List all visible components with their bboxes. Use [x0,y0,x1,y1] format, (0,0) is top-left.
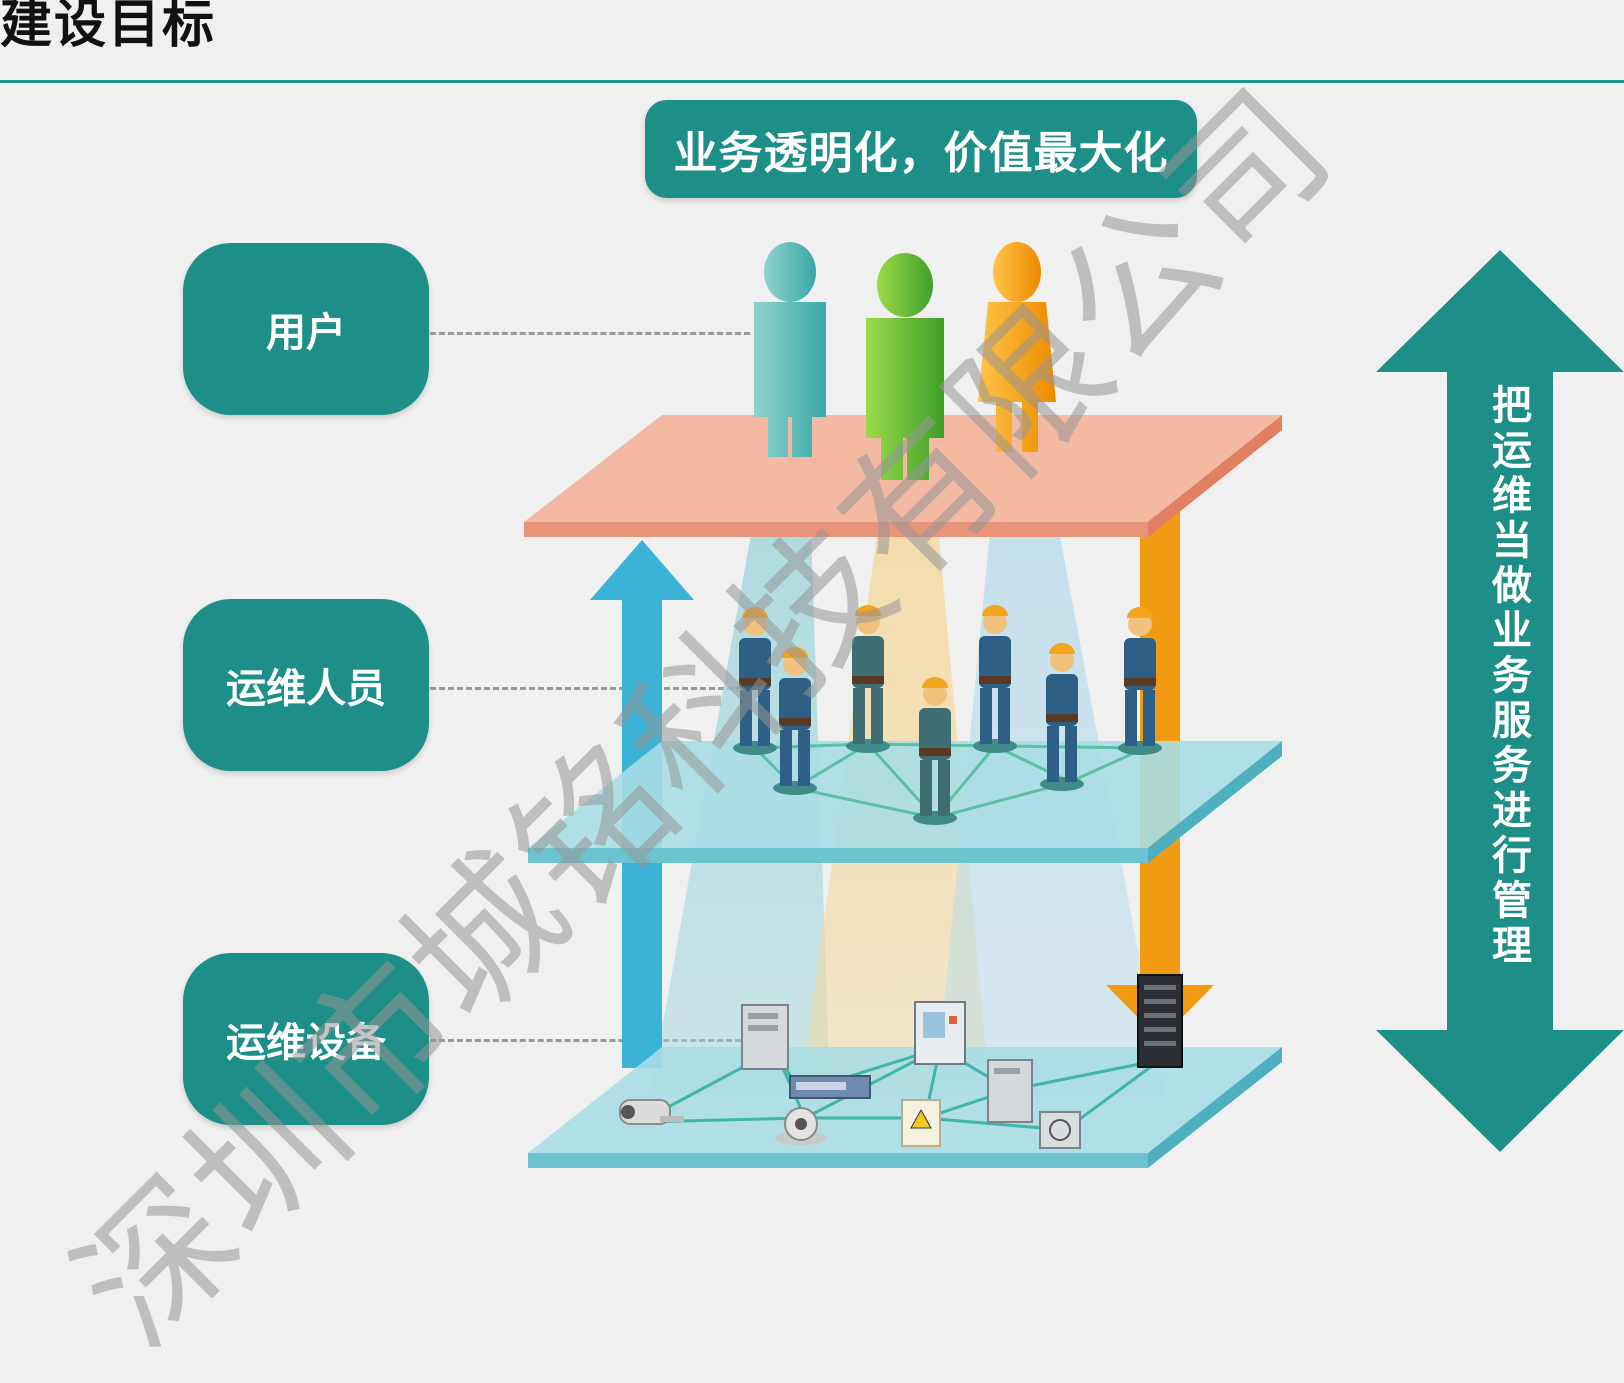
connector-users [430,332,750,335]
fan-unit-icon [1039,1111,1081,1149]
layer-label-devices: 运维设备 [183,953,429,1125]
title-divider [0,80,1624,83]
connector-staff [430,687,760,690]
person-green-icon [866,253,944,480]
connector-devices [430,1039,750,1042]
webcam-icon [775,1107,827,1145]
person-orange-icon [978,242,1056,452]
layer-label-staff: 运维人员 [183,599,429,771]
rack-server-icon [1137,974,1183,1068]
plane-staff [528,741,1282,863]
page-title: 建设目标 [0,0,217,55]
side-arrow-label: 把运维当做业务服务进行管理 [1492,383,1532,969]
side-double-arrow [1376,250,1624,1152]
layer-diagram [524,242,1624,1168]
worker-icon-group [733,605,1162,825]
server-icon [741,1004,789,1070]
goal-banner: 业务透明化，价值最大化 [645,100,1197,198]
power-box-icon [901,1099,941,1147]
cabinet-icon [914,1001,966,1065]
person-teal-icon [754,242,826,457]
switch-icon [789,1075,871,1099]
pc-tower-icon [987,1059,1033,1123]
layer-label-users: 用户 [183,243,429,415]
camera-icon [619,1099,684,1125]
